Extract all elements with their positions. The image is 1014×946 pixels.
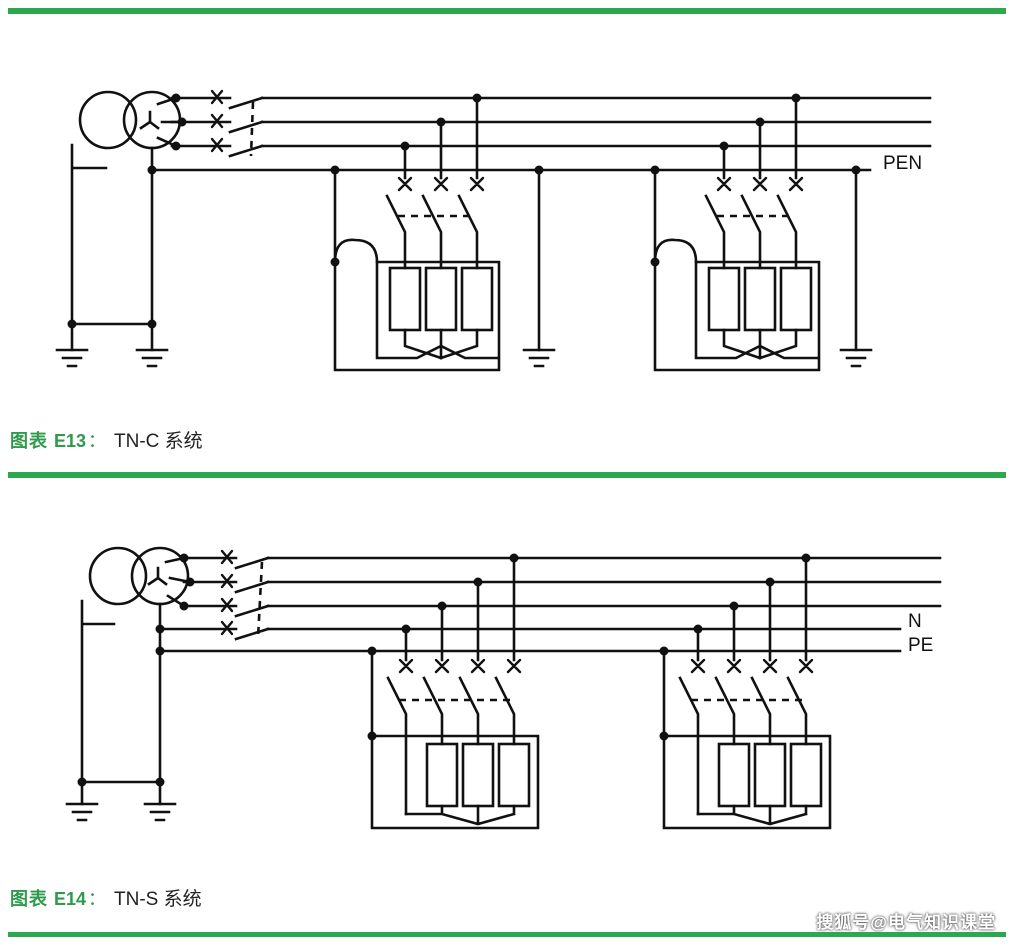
pen-label: PEN: [883, 153, 922, 174]
load-group-2: [650, 93, 821, 372]
caption-prefix: 图表: [10, 431, 48, 452]
equipment-enclosure: [333, 168, 501, 372]
figure-e14-caption: 图表 E14 ： TN-S 系统: [10, 884, 202, 911]
watermark-text: 搜狐号@电气知识课堂: [816, 913, 996, 932]
star-winding-symbol: [147, 566, 168, 586]
top-divider-bar: [8, 8, 1006, 14]
transformer-secondary-coil: [130, 546, 190, 606]
main-switch: [220, 549, 270, 641]
system-earth-conductor: [80, 599, 116, 806]
equipment-enclosure: [662, 649, 832, 830]
load-group-2: [659, 553, 832, 830]
load-group-1: [367, 553, 540, 830]
transformer-primary-coil: [88, 546, 148, 606]
middle-divider-bar: [8, 472, 1006, 478]
caption-prefix: 图表: [10, 889, 48, 910]
earth-symbol: [65, 802, 177, 822]
transformer: [88, 546, 190, 606]
earthing: [55, 143, 169, 368]
pe-label: PE: [908, 635, 933, 656]
local-earth-1: [522, 165, 556, 368]
star-winding-symbol: [139, 110, 160, 130]
caption-label: E13: [54, 431, 87, 451]
figure-e13-caption: 图表 E13 ： TN-C 系统: [10, 426, 203, 453]
equipment-enclosure: [370, 649, 540, 830]
conductors: [147, 93, 932, 175]
main-switch: [210, 89, 264, 158]
system-earth-conductor: [70, 143, 108, 352]
caption-label: E14: [54, 889, 87, 909]
earth-symbol: [55, 348, 169, 368]
neutral-label: N: [908, 611, 922, 632]
caption-separator: ：: [88, 889, 107, 909]
load-winding: [388, 266, 422, 332]
caption-separator: ：: [88, 431, 107, 451]
earthing: [65, 599, 177, 822]
equipment-enclosure: [653, 168, 821, 372]
transformer-primary-coil: [78, 90, 138, 150]
tn-c-system-diagram: PEN: [55, 89, 932, 372]
conductors: [155, 553, 942, 656]
load-winding: [425, 742, 459, 808]
load-group-1: [330, 93, 501, 372]
bottom-divider-bar: [8, 932, 1006, 937]
tn-s-system-diagram: N PE: [65, 546, 942, 830]
caption-title: TN-S 系统: [114, 889, 202, 910]
caption-title: TN-C 系统: [114, 431, 203, 452]
local-earth-2: [839, 165, 873, 368]
